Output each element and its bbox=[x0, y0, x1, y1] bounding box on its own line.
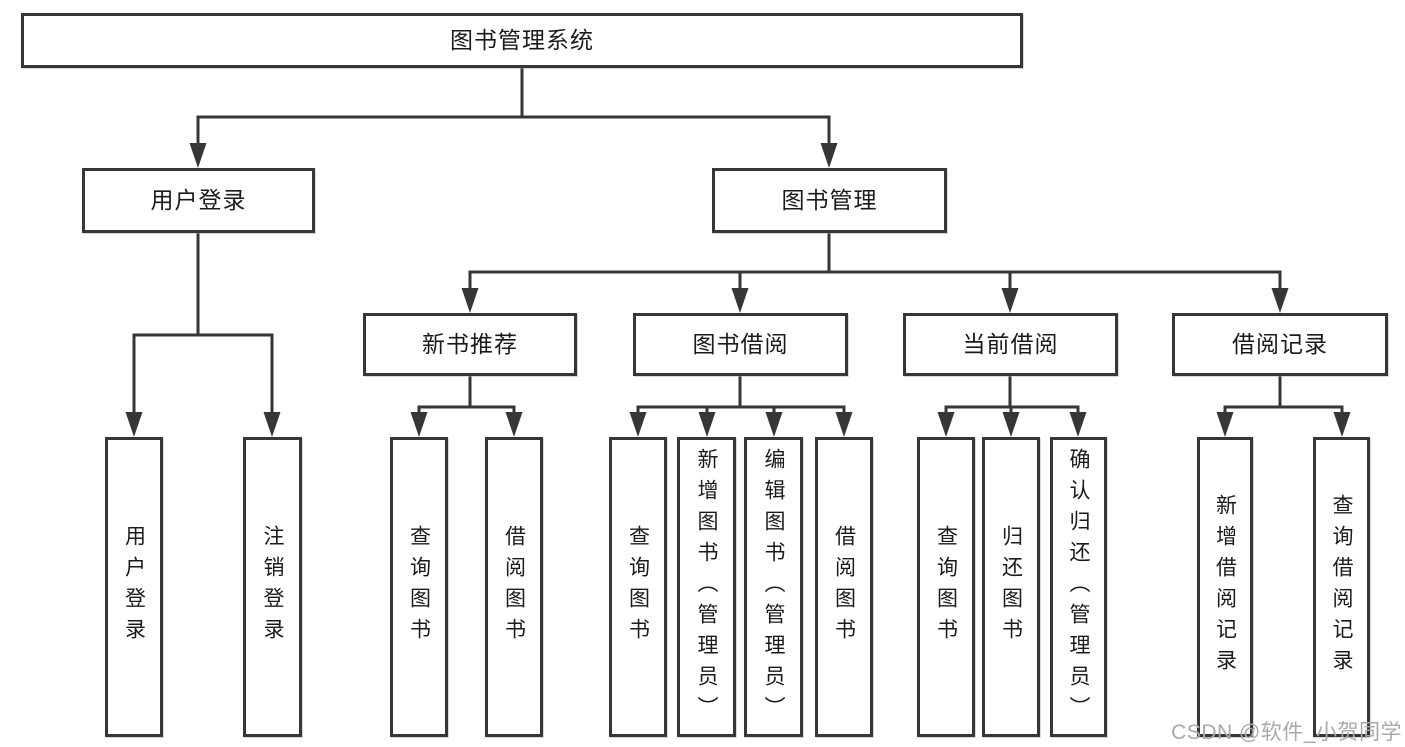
node-current-borrowing: 当前借阅 bbox=[903, 313, 1118, 376]
node-book-management: 图书管理 bbox=[712, 168, 947, 233]
leaf-add-borrow-record: 新增借阅记录 bbox=[1197, 437, 1253, 737]
leaf-query-books-current: 查询图书 bbox=[917, 437, 975, 737]
leaf-query-books-borrow: 查询图书 bbox=[609, 437, 667, 737]
leaf-borrow-books: 借阅图书 bbox=[815, 437, 873, 737]
leaf-borrow-books-recommend: 借阅图书 bbox=[485, 437, 543, 737]
edge-bookborrow-branch bbox=[636, 405, 846, 419]
leaf-query-borrow-record: 查询借阅记录 bbox=[1313, 437, 1370, 737]
node-book-borrowing: 图书借阅 bbox=[633, 313, 848, 376]
leaf-add-book-admin: 新增图书（管理员） bbox=[677, 437, 736, 737]
node-user-login: 用户登录 bbox=[82, 168, 315, 233]
arrowheads bbox=[125, 143, 1351, 437]
edge-bookmgmt-branch bbox=[468, 270, 1282, 295]
node-borrowing-records: 借阅记录 bbox=[1172, 313, 1388, 376]
leaf-logout-login: 注销登录 bbox=[243, 437, 302, 737]
edge-userlogin-branch bbox=[132, 333, 274, 419]
edge-records-branch bbox=[1223, 405, 1344, 419]
node-root-system: 图书管理系统 bbox=[21, 13, 1023, 68]
leaf-query-books-recommend: 查询图书 bbox=[390, 437, 448, 737]
csdn-watermark: CSDN @软件_小贺同学 bbox=[1171, 721, 1402, 744]
edge-root-branch bbox=[196, 115, 831, 150]
edge-newbook-branch bbox=[417, 405, 516, 419]
leaf-return-books: 归还图书 bbox=[982, 437, 1040, 737]
node-new-book-recommendation: 新书推荐 bbox=[363, 313, 577, 376]
leaf-edit-book-admin: 编辑图书（管理员） bbox=[744, 437, 803, 737]
leaf-user-login: 用户登录 bbox=[105, 437, 163, 737]
leaf-confirm-return-admin: 确认归还（管理员） bbox=[1050, 437, 1107, 737]
